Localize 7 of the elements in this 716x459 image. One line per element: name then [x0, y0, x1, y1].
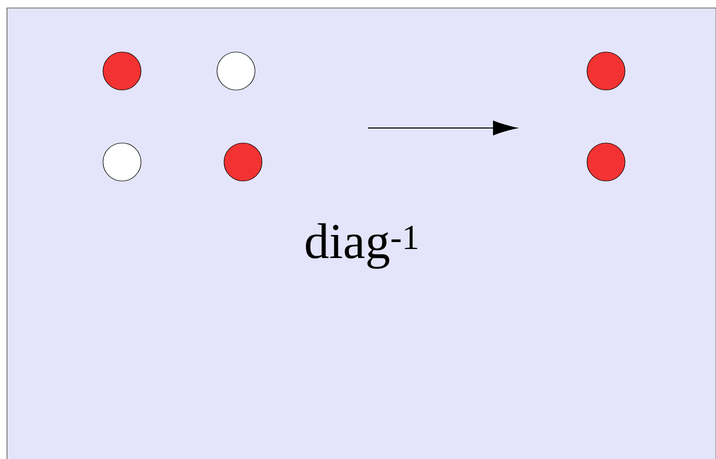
- dot: [586, 52, 626, 90]
- dot: [216, 52, 256, 90]
- formula-label: diag$^{-1}$: [306, 223, 418, 269]
- dot: [102, 52, 142, 90]
- dot: [586, 142, 626, 182]
- dot: [102, 142, 142, 182]
- dot: [224, 142, 262, 182]
